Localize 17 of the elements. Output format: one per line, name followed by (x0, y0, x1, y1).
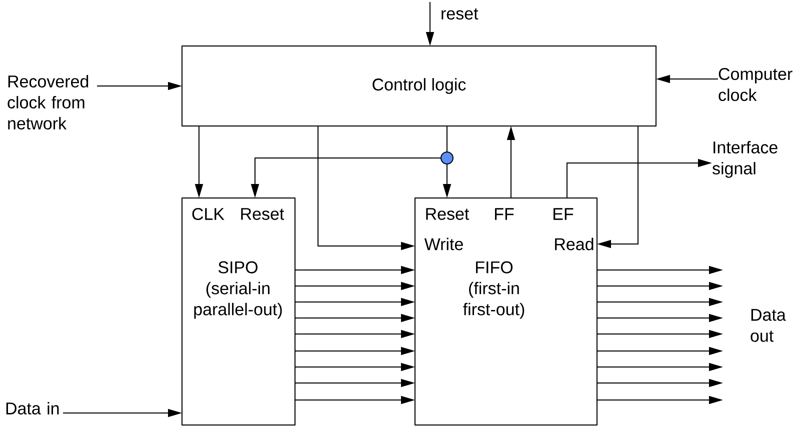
port-label: Read (555, 238, 594, 250)
signal-label: Computer clock (718, 68, 792, 102)
signal-label: Data out (750, 309, 786, 342)
signal-label: Interface signal (712, 141, 778, 178)
signal-label: Recovered clock from network (8, 75, 88, 130)
junction-dot (440, 152, 454, 164)
port-label: CLK (192, 208, 224, 220)
port-label: Reset (426, 208, 470, 220)
port-label: EF (554, 208, 574, 220)
signal-label: Data in (6, 402, 59, 414)
port-label: FF (495, 208, 514, 220)
block-label: FIFO (first-in first-out) (463, 261, 524, 319)
block-label: SIPO (serial-in parallel-out) (194, 261, 282, 319)
block-label: Control logic (372, 78, 466, 94)
port-label: Write (424, 238, 463, 250)
port-label: Reset (241, 208, 284, 220)
signal-label: reset (442, 8, 478, 20)
